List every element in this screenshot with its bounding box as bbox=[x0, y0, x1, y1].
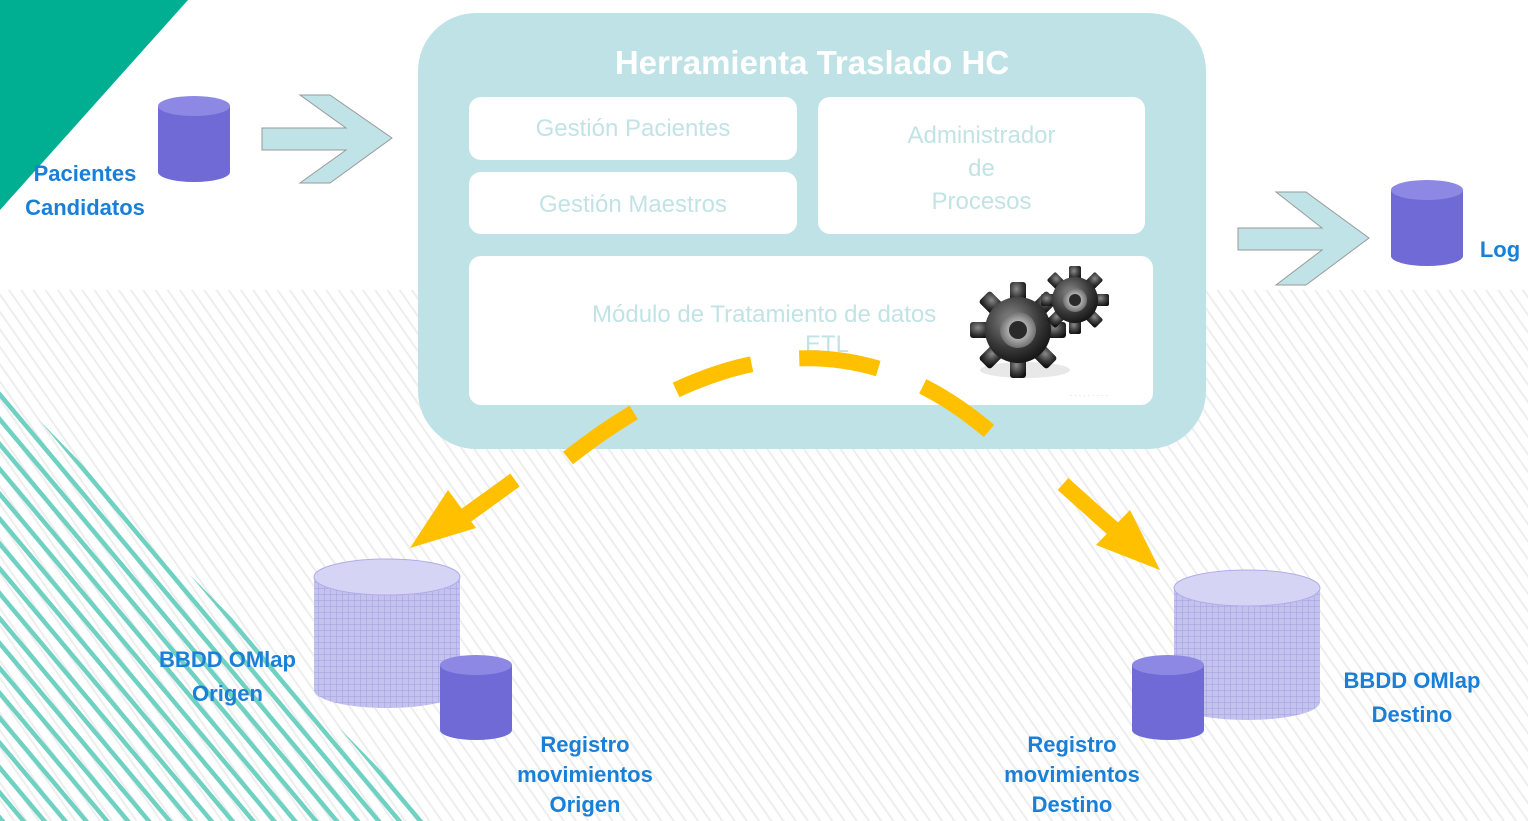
bbdd-destino-label: BBDD OMlap Destino bbox=[1322, 664, 1502, 732]
gears-icon bbox=[970, 266, 1109, 378]
bbdd-origen-line1: BBDD OMlap bbox=[159, 647, 296, 672]
etl-line1: Módulo de Tratamiento de datos bbox=[592, 301, 937, 328]
tool-title: Herramienta Traslado HC bbox=[614, 44, 1010, 81]
administrador-box[interactable]: Administrador de Procesos bbox=[818, 97, 1145, 234]
bbdd-origen-label: BBDD OMlap Origen bbox=[140, 643, 315, 711]
bbdd-origen-line2: Origen bbox=[192, 681, 263, 706]
registro-destino-line1: Registro bbox=[1027, 732, 1117, 757]
registro-destino-label: Registro movimientos Destino bbox=[977, 730, 1167, 820]
registro-destino-line3: Destino bbox=[1031, 792, 1113, 817]
administrador-line1: Administrador bbox=[907, 122, 1056, 149]
registro-origen-line3: Origen bbox=[549, 792, 621, 817]
pacientes-line1: Pacientes bbox=[33, 161, 137, 186]
pacientes-line2: Candidatos bbox=[25, 195, 145, 220]
registro-origen-line1: Registro bbox=[540, 732, 630, 757]
teal-corner-triangle bbox=[0, 0, 188, 210]
gestion-pacientes-box[interactable]: Gestión Pacientes bbox=[469, 97, 797, 160]
small-gear bbox=[1041, 266, 1109, 334]
gestion-maestros-box[interactable]: Gestión Maestros bbox=[469, 172, 797, 234]
image-credit: . . . . . . . . . bbox=[1070, 389, 1108, 398]
administrador-line2: de bbox=[968, 155, 995, 182]
bbdd-destino-line2: Destino bbox=[1371, 702, 1453, 727]
teal-stripe-triangle bbox=[0, 380, 430, 821]
log-label: Log bbox=[1479, 237, 1521, 262]
administrador-line3: Procesos bbox=[931, 188, 1032, 215]
pacientes-candidatos-label: Pacientes Candidatos bbox=[5, 157, 165, 225]
registro-origen-label: Registro movimientos Origen bbox=[490, 730, 680, 820]
registro-origen-line2: movimientos bbox=[517, 762, 653, 787]
bbdd-destino-line1: BBDD OMlap bbox=[1343, 668, 1481, 693]
registro-destino-line2: movimientos bbox=[1004, 762, 1140, 787]
gestion-maestros-label: Gestión Maestros bbox=[538, 191, 728, 218]
gestion-pacientes-label: Gestión Pacientes bbox=[535, 115, 731, 142]
